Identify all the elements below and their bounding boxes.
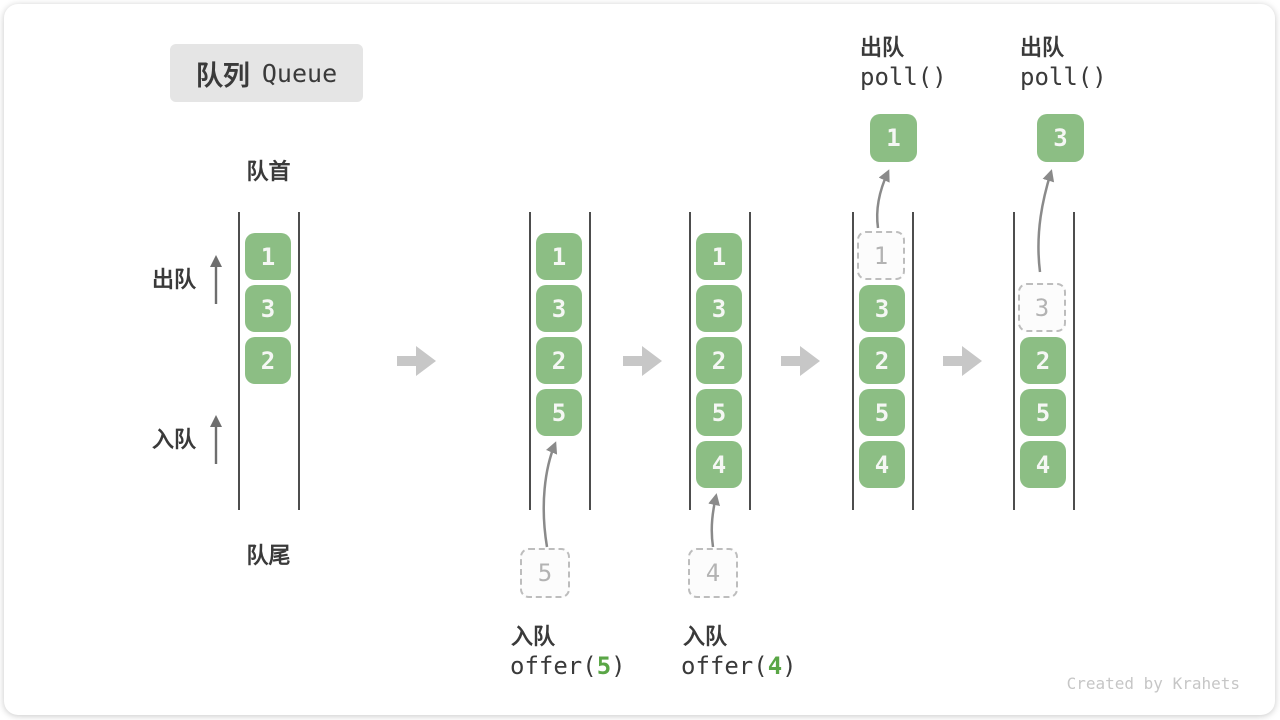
offer5-code: offer(5) (510, 652, 626, 680)
queue4-left-wall (852, 212, 854, 510)
offer4-code-arg: 4 (767, 652, 783, 680)
title-zh: 队列 (195, 60, 250, 92)
queue4-cell: 5 (859, 389, 905, 436)
popped-poll2-box: 3 (1037, 114, 1084, 162)
queue2-left-wall (529, 212, 531, 510)
queue3-cell: 2 (696, 337, 742, 384)
dequeue-side-label: 出队 (152, 268, 197, 293)
queue3-cell: 5 (696, 389, 742, 436)
staged-offer4-box: 4 (688, 548, 738, 598)
queue3-cell: 1 (696, 233, 742, 280)
queue1-cell: 3 (245, 285, 291, 332)
queue3-left-wall (689, 212, 691, 510)
queue2-cell: 1 (536, 233, 582, 280)
flow-arrow-icon (623, 346, 662, 376)
watermark: Created by Krahets (1066, 674, 1240, 693)
flow-arrow-icon (781, 346, 820, 376)
offer5-code-post: ) (611, 652, 626, 680)
popped-poll1-box: 1 (870, 114, 917, 162)
offer4-code-pre: offer( (681, 652, 768, 680)
queue4-cell: 4 (859, 441, 905, 488)
queue1-cell: 2 (245, 337, 291, 384)
flow-arrow-icon (943, 346, 982, 376)
queue5-cell: 5 (1020, 389, 1066, 436)
queue5-right-wall (1073, 212, 1075, 510)
poll2-code: poll() (1020, 63, 1107, 91)
offer4-code-post: ) (782, 652, 797, 680)
queue1-cell: 1 (245, 233, 291, 280)
offer5-code-arg: 5 (596, 652, 612, 680)
queue3-right-wall (749, 212, 751, 510)
queue-front-label: 队首 (246, 160, 291, 185)
queue4-right-wall (912, 212, 914, 510)
offer4-code: offer(4) (681, 652, 797, 680)
queue5-removed-slot: 3 (1018, 283, 1066, 332)
queue2-right-wall (589, 212, 591, 510)
title-en: Queue (261, 58, 338, 88)
queue2-cell: 3 (536, 285, 582, 332)
enqueue-side-label: 入队 (152, 428, 197, 453)
offer5-code-pre: offer( (510, 652, 597, 680)
queue2-cell: 2 (536, 337, 582, 384)
queue5-cell: 2 (1020, 337, 1066, 384)
staged-offer5-box: 5 (520, 548, 570, 598)
poll2-label-zh: 出队 (1020, 36, 1065, 61)
title-badge: 队列 Queue (170, 44, 363, 102)
queue4-cell: 3 (859, 285, 905, 332)
queue3-cell: 4 (696, 441, 742, 488)
queue3-cell: 3 (696, 285, 742, 332)
queue-rear-label: 队尾 (246, 544, 291, 569)
queue4-cell: 2 (859, 337, 905, 384)
flow-arrow-icon (397, 346, 436, 376)
queue1-left-wall (238, 212, 240, 510)
poll1-code: poll() (860, 63, 947, 91)
offer5-label-zh: 入队 (511, 625, 556, 650)
queue5-cell: 4 (1020, 441, 1066, 488)
poll1-label-zh: 出队 (860, 36, 905, 61)
queue5-left-wall (1013, 212, 1015, 510)
offer4-label-zh: 入队 (683, 625, 728, 650)
queue2-cell: 5 (536, 389, 582, 436)
queue4-removed-slot: 1 (857, 231, 905, 280)
queue1-right-wall (298, 212, 300, 510)
